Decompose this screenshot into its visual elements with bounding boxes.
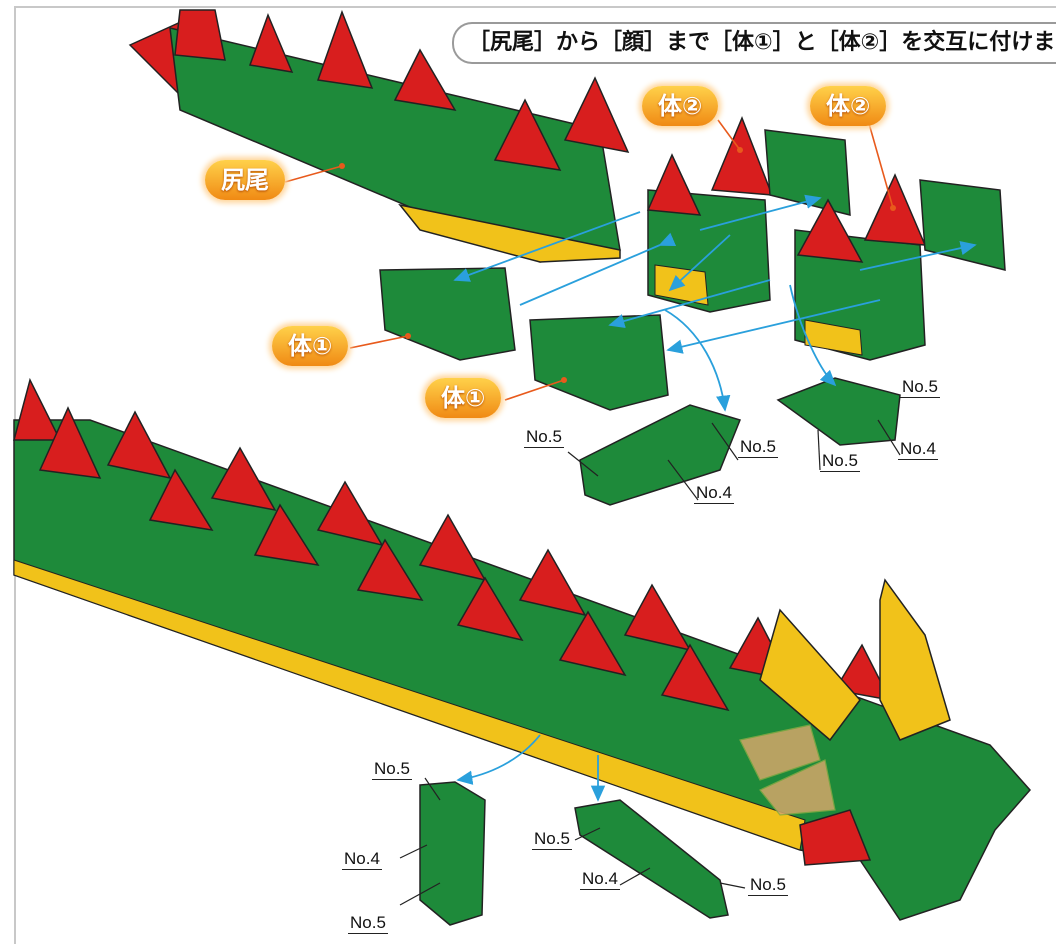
tail-assembly	[128, 9, 630, 263]
body2-module-b	[794, 173, 1006, 361]
part-label: No.4	[580, 869, 620, 890]
part-label: No.5	[738, 437, 778, 458]
part-group-right	[776, 377, 901, 446]
part-label: No.5	[820, 451, 860, 472]
body2-module-a	[646, 115, 851, 313]
part-label: No.5	[748, 875, 788, 896]
part-leaders	[399, 419, 901, 906]
body1-module-b	[529, 314, 669, 411]
part-label: No.5	[372, 759, 412, 780]
part-label: No.5	[532, 829, 572, 850]
part-label: No.5	[900, 377, 940, 398]
part-group-center	[579, 404, 742, 506]
completed-dragon	[13, 377, 1031, 921]
part-group-lower-left	[419, 781, 486, 926]
tag-body1-b: 体①	[425, 378, 502, 418]
tag-tail: 尻尾	[205, 160, 285, 200]
part-group-lower-right	[574, 799, 729, 919]
part-label: No.5	[524, 427, 564, 448]
part-label: No.5	[348, 913, 388, 934]
part-label: No.4	[342, 849, 382, 870]
tag-body2-b: 体②	[810, 86, 887, 126]
body1-module-a	[379, 267, 516, 361]
instruction-banner: ［尻尾］から［顔］まで［体①］と［体②］を交互に付けます。	[452, 22, 1056, 64]
tag-body2-a: 体②	[642, 86, 719, 126]
tag-body1-a: 体①	[272, 326, 349, 366]
part-label: No.4	[898, 439, 938, 460]
tag-leaders	[284, 119, 894, 401]
assembly-arrows	[453, 194, 977, 802]
part-label: No.4	[694, 483, 734, 504]
frame-border-top	[14, 6, 1056, 8]
